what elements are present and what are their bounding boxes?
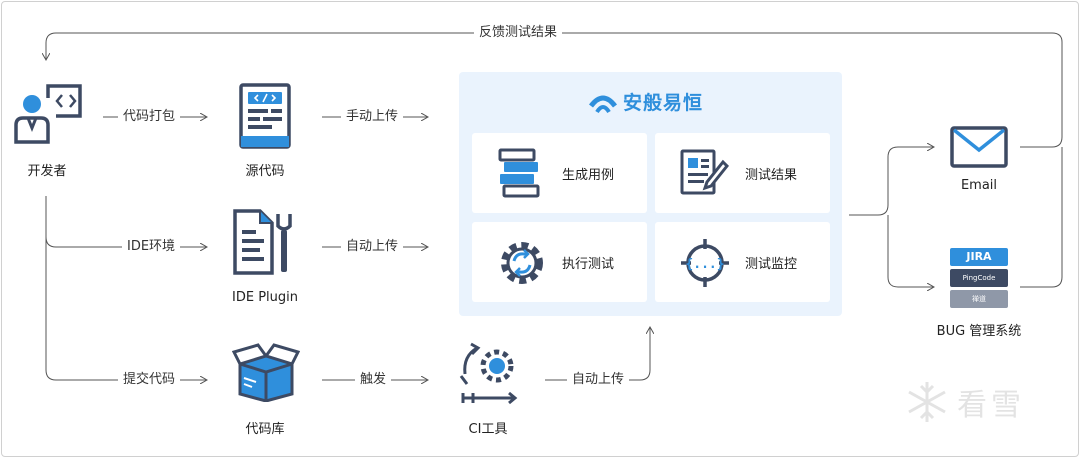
card-test-monitoring[interactable]: {...} 测试监控 bbox=[655, 222, 830, 302]
ide-plugin-label: IDE Plugin bbox=[232, 290, 298, 305]
brand-logo-icon bbox=[589, 95, 617, 113]
watermark-text: 看雪 bbox=[957, 388, 1025, 423]
ide-plugin-icon bbox=[233, 209, 292, 275]
edge-label-package-code: 代码打包 bbox=[118, 108, 181, 126]
card-generate-cases[interactable]: 生成用例 bbox=[472, 133, 647, 213]
ci-tool-label: CI工具 bbox=[468, 422, 508, 437]
email-icon bbox=[950, 126, 1008, 168]
code-repo-icon bbox=[232, 343, 300, 402]
card-label: 测试监控 bbox=[745, 257, 798, 272]
edge-label-ide-env: IDE环境 bbox=[122, 238, 181, 256]
card-label: 执行测试 bbox=[562, 257, 615, 272]
code-repo-label: 代码库 bbox=[245, 422, 285, 437]
edge-label-trigger: 触发 bbox=[355, 371, 392, 389]
watermark: 看雪 bbox=[905, 380, 1025, 424]
card-execute-tests[interactable]: 执行测试 bbox=[472, 222, 647, 302]
bug-system-stack: JIRA PingCode 禅道 bbox=[950, 248, 1008, 308]
card-test-results[interactable]: 测试结果 bbox=[655, 133, 830, 213]
edge-label-manual-upload: 手动上传 bbox=[341, 108, 404, 126]
report-edit-icon bbox=[680, 149, 729, 195]
email-label: Email bbox=[960, 178, 998, 193]
developer-label: 开发者 bbox=[27, 164, 67, 179]
card-label: 测试结果 bbox=[745, 168, 798, 183]
feedback-label: 反馈测试结果 bbox=[474, 24, 563, 42]
edge-label-auto-upload-ci: 自动上传 bbox=[567, 371, 630, 389]
card-label: 生成用例 bbox=[562, 168, 615, 183]
bug-system-label: BUG 管理系统 bbox=[936, 324, 1022, 339]
developer-icon bbox=[14, 84, 82, 144]
target-monitor-icon: {...} bbox=[681, 239, 729, 287]
anban-platform-panel: 安般易恒 生成用例 测试结果 执行测试 bbox=[459, 72, 842, 316]
edge-label-commit-code: 提交代码 bbox=[118, 371, 181, 389]
ci-tool-icon bbox=[459, 342, 518, 405]
jira-badge: JIRA bbox=[950, 248, 1008, 266]
snowflake-icon bbox=[908, 382, 946, 422]
source-code-label: 源代码 bbox=[245, 164, 285, 179]
stack-layers-icon bbox=[498, 148, 540, 198]
gear-sync-icon bbox=[501, 242, 543, 284]
brand: 安般易恒 bbox=[589, 88, 703, 115]
zentao-badge: 禅道 bbox=[950, 290, 1008, 308]
brand-name: 安般易恒 bbox=[623, 92, 704, 114]
pingcode-badge: PingCode bbox=[950, 269, 1008, 287]
edge-label-auto-upload-ide: 自动上传 bbox=[341, 238, 404, 256]
source-code-icon bbox=[239, 83, 291, 149]
svg-text:{...}: {...} bbox=[685, 257, 724, 272]
